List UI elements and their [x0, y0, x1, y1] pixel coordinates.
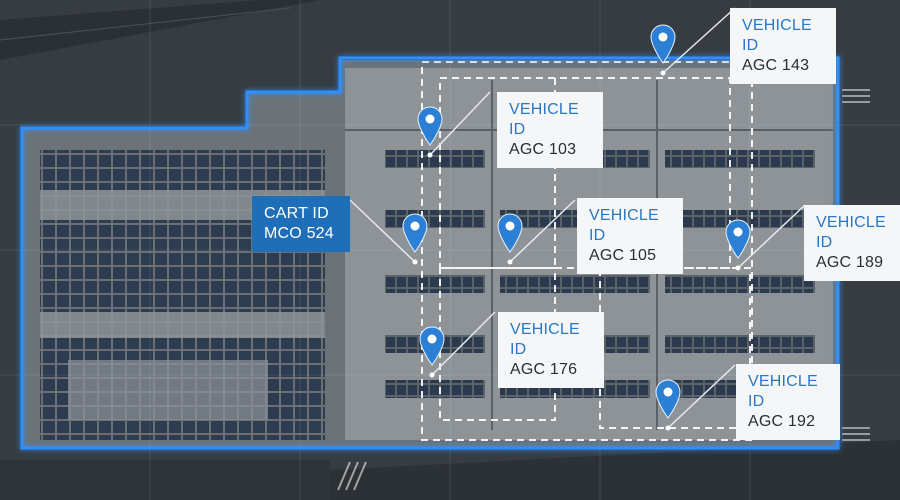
leader-lines: [349, 7, 806, 429]
tag-title: CART ID: [264, 205, 329, 222]
location-pin-icon[interactable]: [655, 379, 681, 431]
tag-title: VEHICLE ID: [748, 373, 818, 410]
tag-value: AGC 192: [748, 413, 816, 430]
location-pin-icon[interactable]: [419, 326, 445, 378]
crosswalk: [842, 89, 870, 441]
crosswalk: [337, 461, 367, 491]
tag-value: AGC 143: [742, 57, 810, 74]
tag-title: VEHICLE ID: [816, 214, 886, 251]
site-boundary: [20, 56, 840, 450]
vehicle-tag-agc-192[interactable]: VEHICLE ID AGC 192: [736, 364, 840, 440]
tag-value: AGC 189: [816, 254, 884, 271]
tag-value: AGC 105: [589, 247, 657, 264]
tag-value: MCO 524: [264, 225, 334, 242]
tag-title: VEHICLE ID: [510, 321, 580, 358]
vehicle-tag-agc-189[interactable]: VEHICLE ID AGC 189: [804, 205, 900, 281]
tag-title: VEHICLE ID: [509, 101, 579, 138]
location-pin-icon[interactable]: [497, 213, 523, 265]
vehicle-tag-agc-103[interactable]: VEHICLE ID AGC 103: [497, 92, 603, 168]
road: [330, 440, 900, 500]
road: [0, 460, 330, 500]
tag-value: AGC 103: [509, 141, 577, 158]
location-pin-icon[interactable]: [402, 213, 428, 265]
location-pin-icon[interactable]: [417, 106, 443, 158]
tag-value: AGC 176: [510, 361, 578, 378]
tag-title: VEHICLE ID: [589, 207, 659, 244]
road: [0, 0, 320, 60]
tag-title: VEHICLE ID: [742, 17, 812, 54]
vehicle-tag-agc-105[interactable]: VEHICLE ID AGC 105: [577, 198, 683, 274]
roof-strip: [40, 312, 325, 338]
location-pin-icon[interactable]: [650, 24, 676, 76]
marker-layer: [402, 24, 751, 431]
vehicle-tag-agc-176[interactable]: VEHICLE ID AGC 176: [498, 312, 604, 388]
roof-strip: [68, 360, 268, 420]
location-pin-icon[interactable]: [725, 219, 751, 271]
cart-tag-mco-524[interactable]: CART ID MCO 524: [252, 196, 350, 252]
vehicle-tag-agc-143[interactable]: VEHICLE ID AGC 143: [730, 8, 836, 84]
